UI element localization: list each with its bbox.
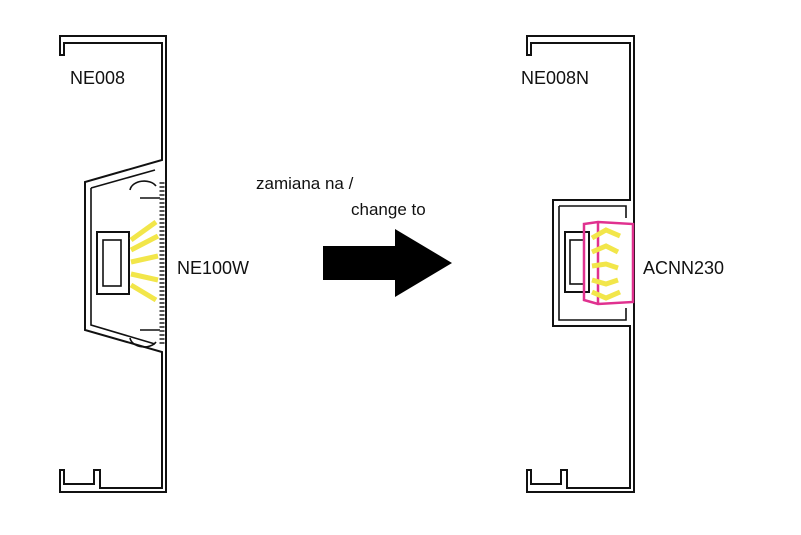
left-profile: NE008 NE100W xyxy=(59,35,249,493)
right-led-module xyxy=(564,231,590,293)
left-light-rays xyxy=(129,219,160,303)
left-clip-bottom xyxy=(129,329,160,348)
right-part-label: ACNN230 xyxy=(643,258,724,278)
left-chamber-inner xyxy=(90,169,156,345)
left-led-module xyxy=(96,231,130,295)
change-arrow-group: zamiana na / change to xyxy=(256,174,452,297)
right-chamber-inner xyxy=(558,205,627,321)
right-profile-code: NE008N xyxy=(521,68,589,88)
left-part-label: NE100W xyxy=(177,258,249,278)
arrow-text-line2: change to xyxy=(351,200,426,219)
left-clip-top xyxy=(129,180,160,199)
right-light-rays xyxy=(590,227,621,301)
left-profile-code: NE008 xyxy=(70,68,125,88)
left-led-chip xyxy=(102,239,122,287)
right-arrow-icon xyxy=(323,229,452,297)
arrow-text-line1: zamiana na / xyxy=(256,174,354,193)
right-profile: NE008N ACNN230 xyxy=(521,35,724,493)
